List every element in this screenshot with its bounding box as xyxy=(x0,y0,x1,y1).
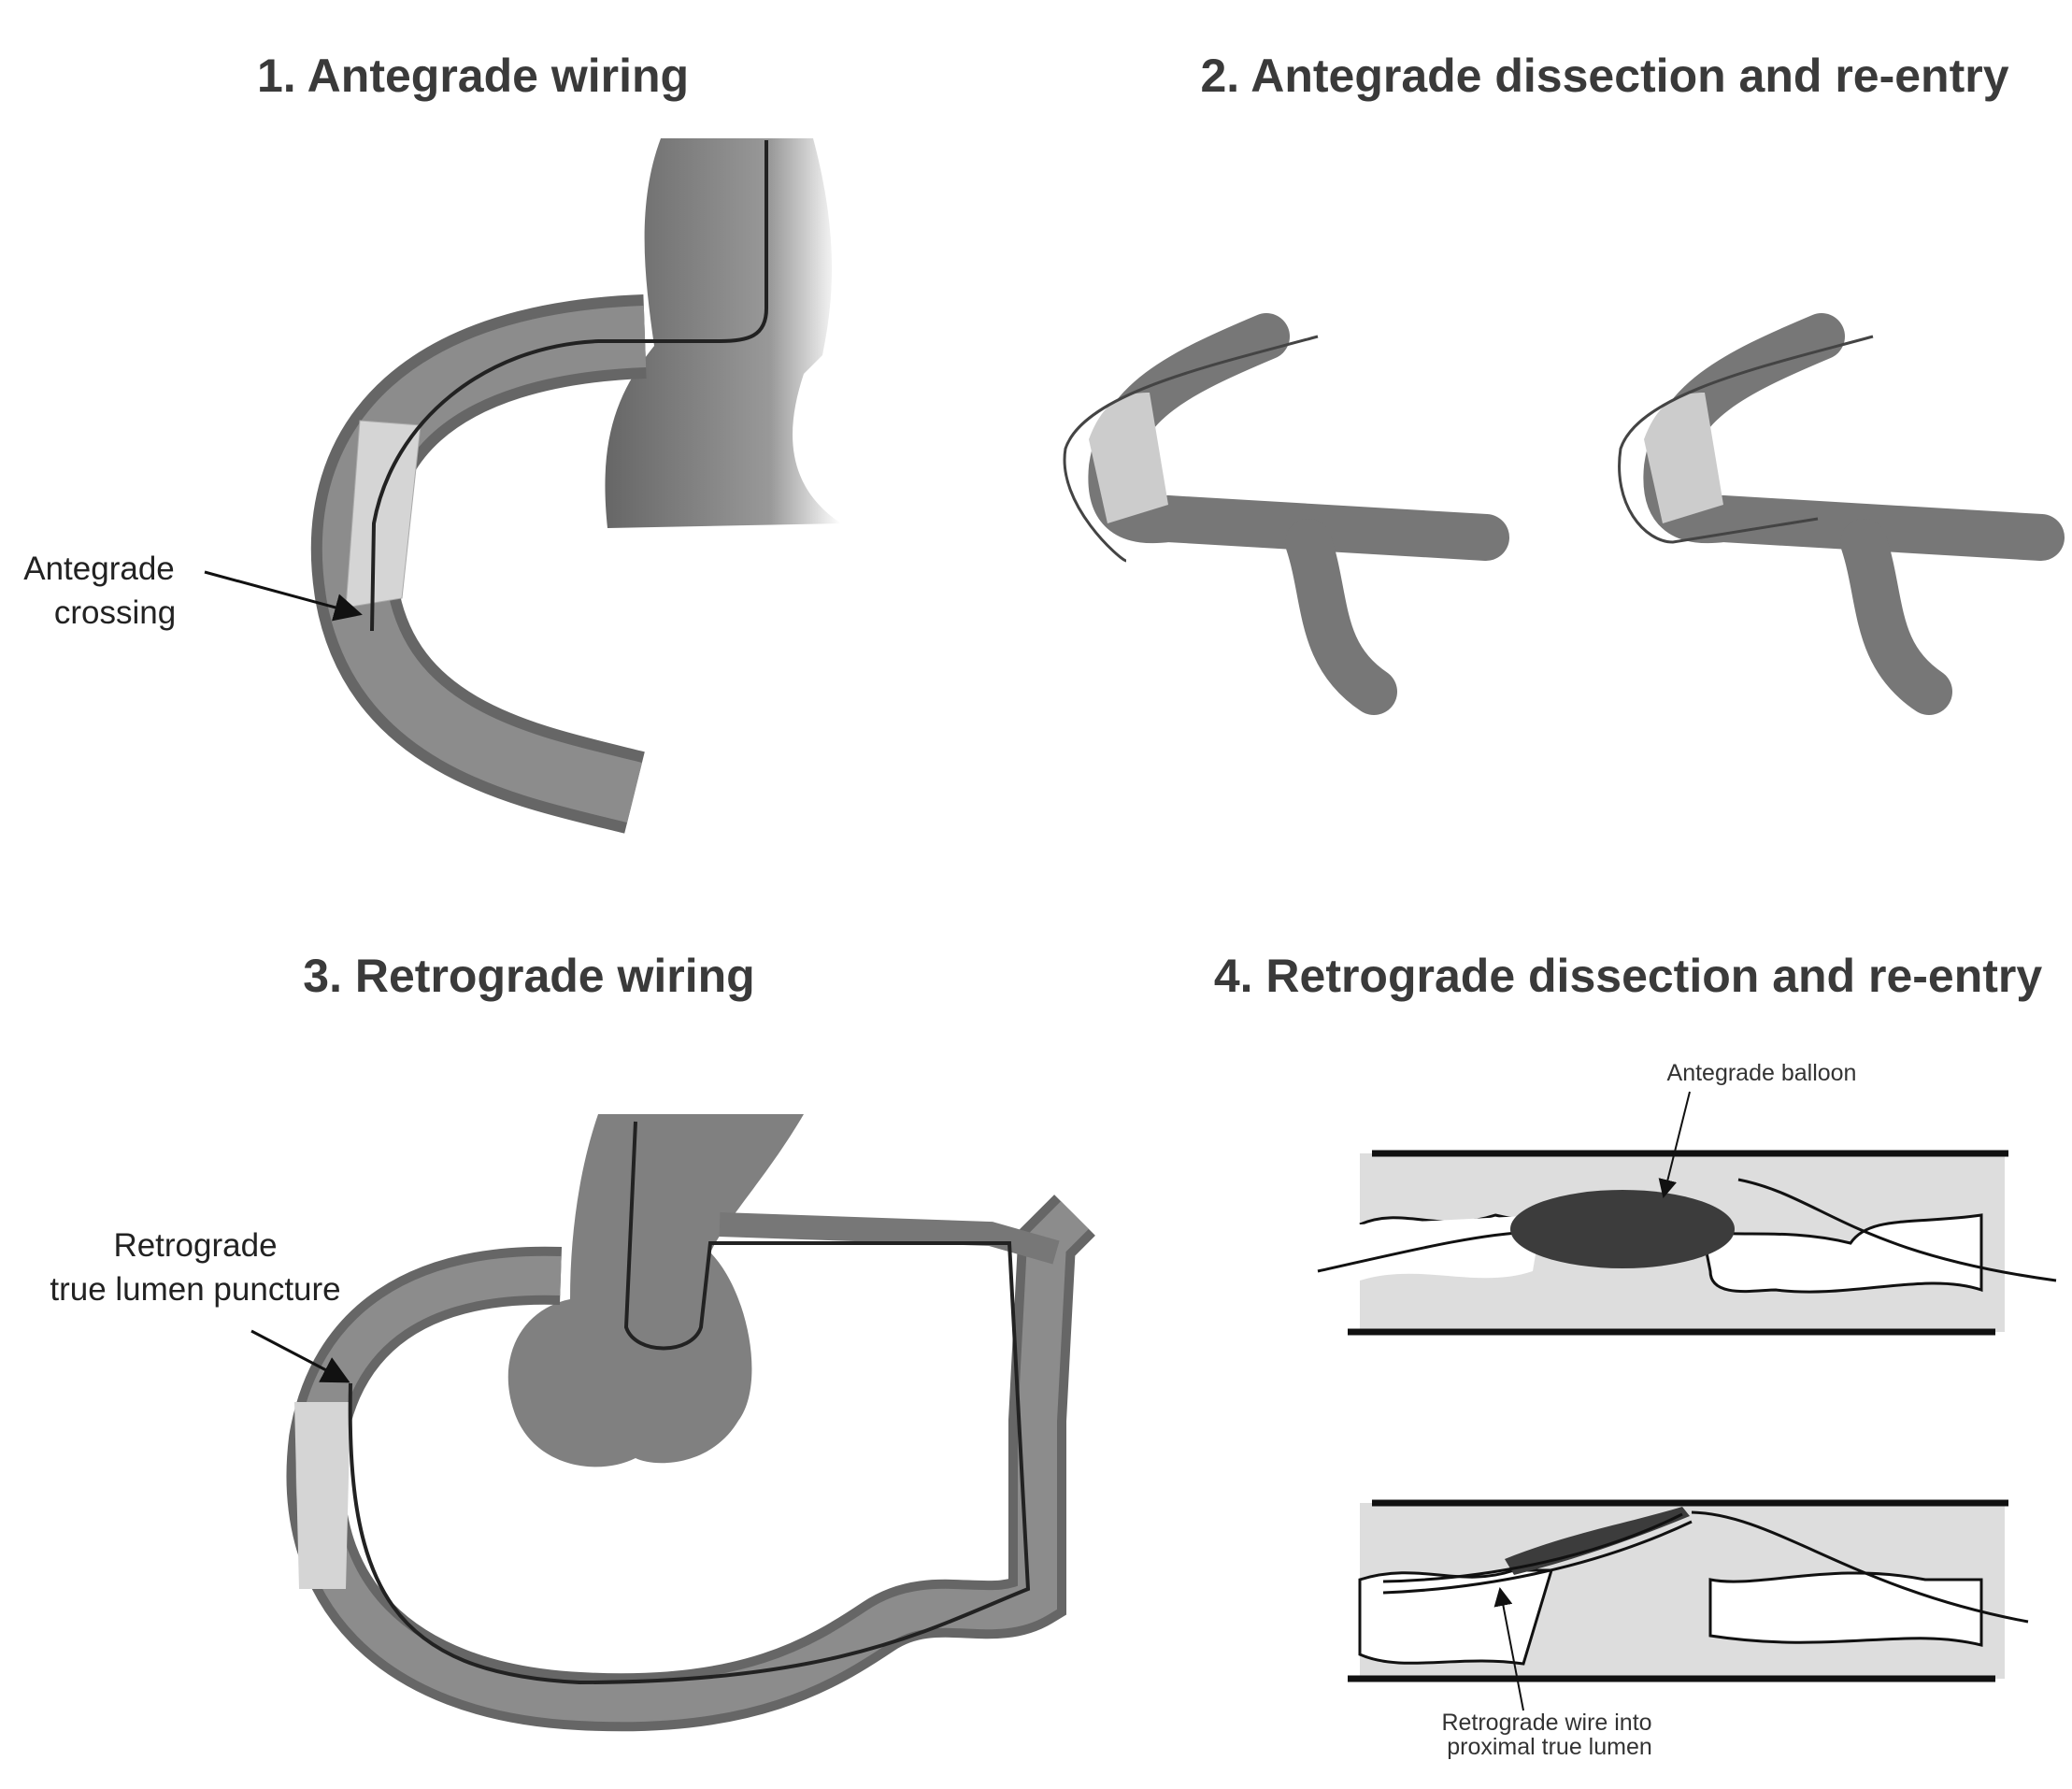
vessel-branch-right xyxy=(1643,313,2065,715)
antegrade-balloon-pointer xyxy=(1658,1091,1691,1198)
reverse-cart-schematic-top: Antegrade balloon xyxy=(1317,1060,2057,1336)
crossing-label: crossing xyxy=(54,594,176,631)
plaque-right xyxy=(1644,393,1723,523)
plaque-left xyxy=(1089,393,1168,523)
retrograde-label: Retrograde xyxy=(113,1227,277,1264)
panel-1-antegrade-wiring: 1. Antegrade wiring Antegrade crossing xyxy=(23,50,841,834)
aorta-shape xyxy=(605,138,841,528)
guidewire xyxy=(370,140,768,632)
retrograde-wire-pointer xyxy=(1493,1587,1524,1711)
reverse-cart-schematic-bottom: Retrograde wire into proximal true lumen xyxy=(1348,1499,2029,1760)
true-lumen-puncture-label: true lumen puncture xyxy=(50,1271,340,1308)
panel-3-title: 3. Retrograde wiring xyxy=(303,950,754,1002)
occlusion-plaque-retro xyxy=(294,1402,350,1589)
dissection-wire-left xyxy=(1063,335,1319,563)
antegrade-label: Antegrade xyxy=(23,551,175,587)
collateral-vessel xyxy=(719,1212,1060,1265)
dissection-balloon xyxy=(1505,1507,1690,1575)
aorta-root xyxy=(507,1114,804,1467)
true-lumen-puncture-arrow xyxy=(250,1329,350,1383)
retrograde-wire-label-line1: Retrograde wire into xyxy=(1441,1710,1651,1736)
vessel-branch-left xyxy=(1088,313,1509,715)
reentry-wire-right xyxy=(1618,335,1874,544)
retrograde-wire-label-line2: proximal true lumen xyxy=(1447,1734,1652,1760)
panel-1-title: 1. Antegrade wiring xyxy=(257,50,689,102)
panel-2-title: 2. Antegrade dissection and re-entry xyxy=(1200,50,2008,102)
panel-3-retrograde-wiring: 3. Retrograde wiring Retrograde true lum… xyxy=(50,950,1095,1732)
antegrade-crossing-arrow xyxy=(204,570,363,622)
occlusion-plaque xyxy=(345,420,422,608)
panel-4-retrograde-dissection: 4. Retrograde dissection and re-entry An… xyxy=(1214,950,2057,1760)
panel-4-title: 4. Retrograde dissection and re-entry xyxy=(1214,950,2043,1002)
retrograde-guidewire xyxy=(348,1121,1031,1685)
antegrade-balloon xyxy=(1510,1190,1735,1268)
panel-2-antegrade-dissection: 2. Antegrade dissection and re-entry xyxy=(1063,50,2065,715)
antegrade-balloon-label: Antegrade balloon xyxy=(1667,1060,1857,1086)
